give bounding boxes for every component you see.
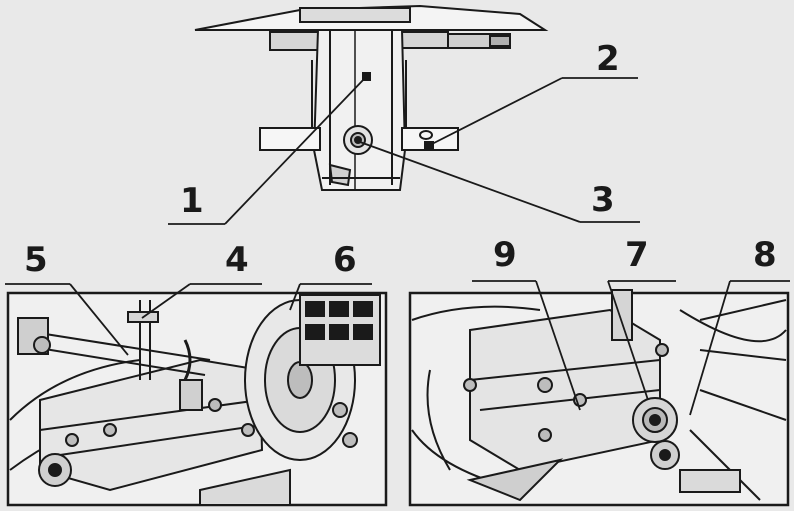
callout-8: 8 xyxy=(753,235,777,275)
callout-1: 1 xyxy=(180,181,204,221)
callout-4: 4 xyxy=(225,240,249,280)
leader-lines-left xyxy=(5,283,372,356)
callout-3: 3 xyxy=(591,180,615,220)
left-detail-panel xyxy=(6,291,388,507)
right-detail-panel xyxy=(408,289,790,507)
leader-lines-right xyxy=(472,280,790,416)
callout-9: 9 xyxy=(493,235,517,275)
top-assembly-view xyxy=(194,4,549,191)
leader-lines-top xyxy=(168,77,640,225)
callout-7: 7 xyxy=(625,235,649,275)
callout-2: 2 xyxy=(596,39,620,79)
callout-5: 5 xyxy=(24,240,48,280)
callout-6: 6 xyxy=(333,240,357,280)
